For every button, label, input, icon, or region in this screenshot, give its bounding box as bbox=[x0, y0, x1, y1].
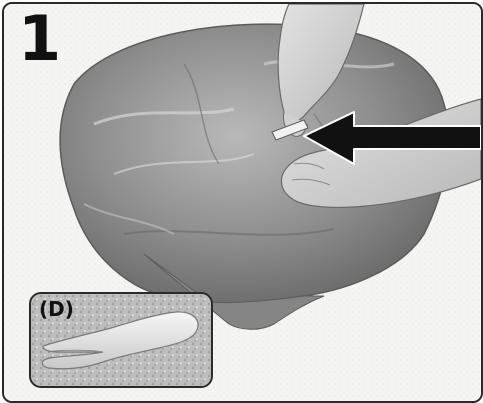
tool-inset: (D) bbox=[29, 292, 213, 388]
step-number: 1 bbox=[18, 8, 61, 70]
inset-label: (D) bbox=[39, 299, 74, 319]
